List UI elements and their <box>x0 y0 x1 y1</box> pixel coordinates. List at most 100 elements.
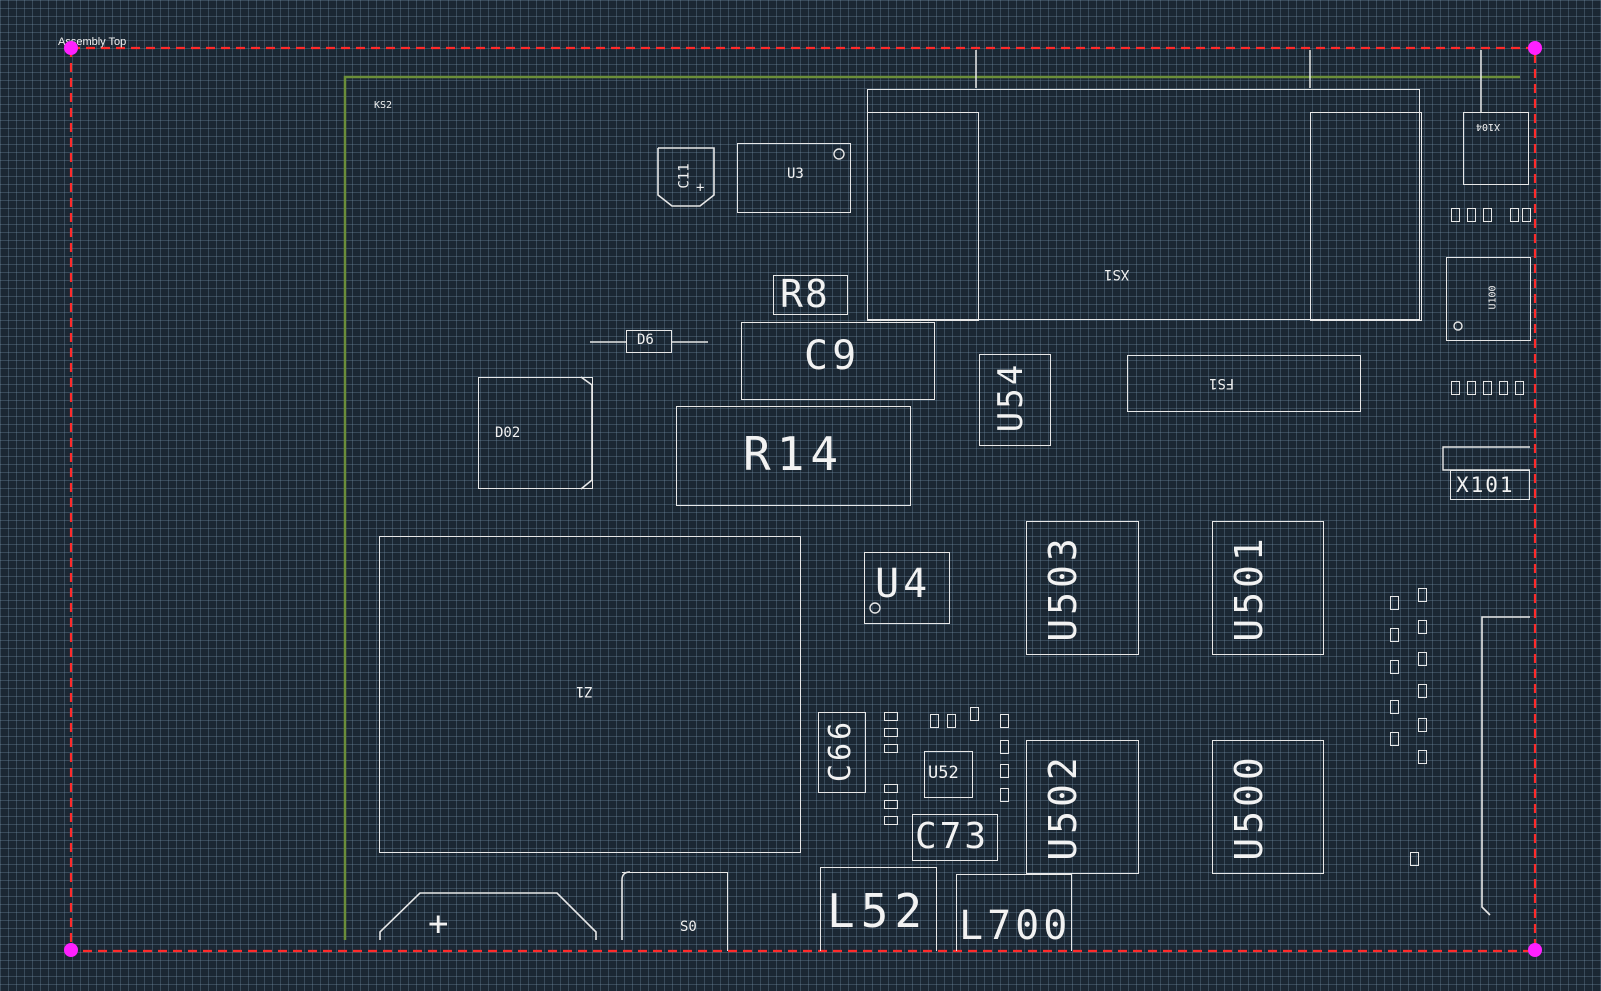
selection-handle-bottom-left[interactable] <box>64 943 78 957</box>
component-u3[interactable]: U3 <box>737 143 851 213</box>
c11-outline <box>657 147 715 207</box>
smd-pad <box>884 712 898 721</box>
component-r14[interactable]: R14 <box>676 406 911 506</box>
component-r8[interactable]: R8 <box>773 272 848 316</box>
u500-label: U500 <box>1226 753 1271 861</box>
component-fs1[interactable]: FS1 <box>1127 355 1361 412</box>
s0-label: S0 <box>680 919 697 935</box>
smd-pad <box>1390 660 1399 674</box>
smd-pad <box>1390 700 1399 714</box>
smd-pad <box>930 714 939 728</box>
u52-label: U52 <box>928 763 959 783</box>
smd-pad <box>1390 628 1399 642</box>
xs1-left-tab <box>867 112 979 321</box>
smd-pad <box>1451 208 1460 222</box>
u3-pin1-marker <box>833 148 845 160</box>
component-u4[interactable]: U4 <box>864 552 950 624</box>
connector-plus-label: + <box>428 904 449 944</box>
smd-pad <box>1418 684 1427 698</box>
smd-pad <box>1467 208 1476 222</box>
component-c9[interactable]: C9 <box>741 322 935 400</box>
smd-pad <box>1418 750 1427 764</box>
smd-pad <box>1499 381 1508 395</box>
c11-polarity-label: + <box>696 180 705 196</box>
selection-handle-top-left[interactable] <box>64 41 78 55</box>
u54-label: U54 <box>991 361 1032 433</box>
c11-label: C11 <box>676 163 693 189</box>
smd-pad <box>1510 208 1519 222</box>
u4-label: U4 <box>875 561 932 607</box>
component-x104[interactable]: X104 <box>1463 112 1529 185</box>
component-d6[interactable]: D6 <box>626 330 672 353</box>
smd-pad <box>1000 764 1009 778</box>
connector-outline <box>379 892 597 940</box>
selection-handle-bottom-right[interactable] <box>1528 943 1542 957</box>
u502-label: U502 <box>1040 753 1085 861</box>
d6-label: D6 <box>637 332 654 348</box>
u3-label: U3 <box>787 166 804 182</box>
r14-label: R14 <box>743 427 845 481</box>
component-u502[interactable]: U502 <box>1026 740 1139 874</box>
smd-pad <box>884 816 898 825</box>
component-d02[interactable]: D02 <box>478 377 593 489</box>
fs1-label: FS1 <box>1209 375 1235 391</box>
smd-pad <box>1390 596 1399 610</box>
c9-label: C9 <box>804 333 861 379</box>
smd-pad <box>884 784 898 793</box>
right-connector-outline <box>1481 616 1530 916</box>
u503-label: U503 <box>1040 534 1085 642</box>
component-xs1[interactable]: XS1 <box>867 89 1422 321</box>
l52-label: L52 <box>827 884 929 938</box>
u501-label: U501 <box>1226 534 1271 642</box>
smd-pad <box>1483 381 1492 395</box>
c66-label: C66 <box>823 718 859 783</box>
smd-pad <box>970 707 979 721</box>
smd-pad <box>1000 714 1009 728</box>
z1-label: Z1 <box>576 683 593 699</box>
component-s0[interactable]: S0 <box>622 872 728 951</box>
xs1-label: XS1 <box>1104 266 1130 282</box>
component-z1[interactable]: Z1 <box>379 536 801 853</box>
component-u52[interactable]: U52 <box>924 751 973 798</box>
component-u100[interactable]: U100 <box>1446 257 1531 341</box>
smd-pad <box>1418 588 1427 602</box>
component-c73[interactable]: C73 <box>912 814 998 861</box>
xs1-right-tab <box>1310 112 1422 321</box>
smd-pad <box>884 800 898 809</box>
smd-pad <box>884 728 898 737</box>
selection-rectangle[interactable] <box>69 46 1537 953</box>
smd-pad <box>1000 788 1009 802</box>
component-c66[interactable]: C66 <box>818 712 866 793</box>
x104-label: X104 <box>1476 121 1501 132</box>
smd-pad <box>884 744 898 753</box>
selection-handle-top-right[interactable] <box>1528 41 1542 55</box>
ks2-label: KS2 <box>374 100 393 111</box>
component-u501[interactable]: U501 <box>1212 521 1324 655</box>
u100-label: U100 <box>1487 285 1499 310</box>
component-x101[interactable]: X101 <box>1450 470 1530 500</box>
component-l700[interactable]: L700 <box>956 874 1072 951</box>
component-u500[interactable]: U500 <box>1212 740 1324 874</box>
board-outline <box>343 75 1520 940</box>
r8-label: R8 <box>780 272 830 316</box>
component-u54[interactable]: U54 <box>979 354 1051 446</box>
l700-label: L700 <box>959 903 1072 949</box>
smd-pad <box>1410 852 1419 866</box>
smd-pad <box>1418 652 1427 666</box>
component-l52[interactable]: L52 <box>820 867 937 951</box>
x101-label: X101 <box>1456 473 1515 497</box>
smd-pad <box>1418 718 1427 732</box>
d02-label: D02 <box>495 425 521 441</box>
smd-pad <box>947 714 956 728</box>
smd-pad <box>1390 732 1399 746</box>
smd-pad <box>1483 208 1492 222</box>
u4-pin1-marker <box>869 602 881 614</box>
component-u503[interactable]: U503 <box>1026 521 1139 655</box>
smd-pad <box>1000 740 1009 754</box>
c73-label: C73 <box>915 816 990 857</box>
smd-pad <box>1418 620 1427 634</box>
smd-pad <box>1522 208 1531 222</box>
x101-bracket <box>1442 446 1530 471</box>
